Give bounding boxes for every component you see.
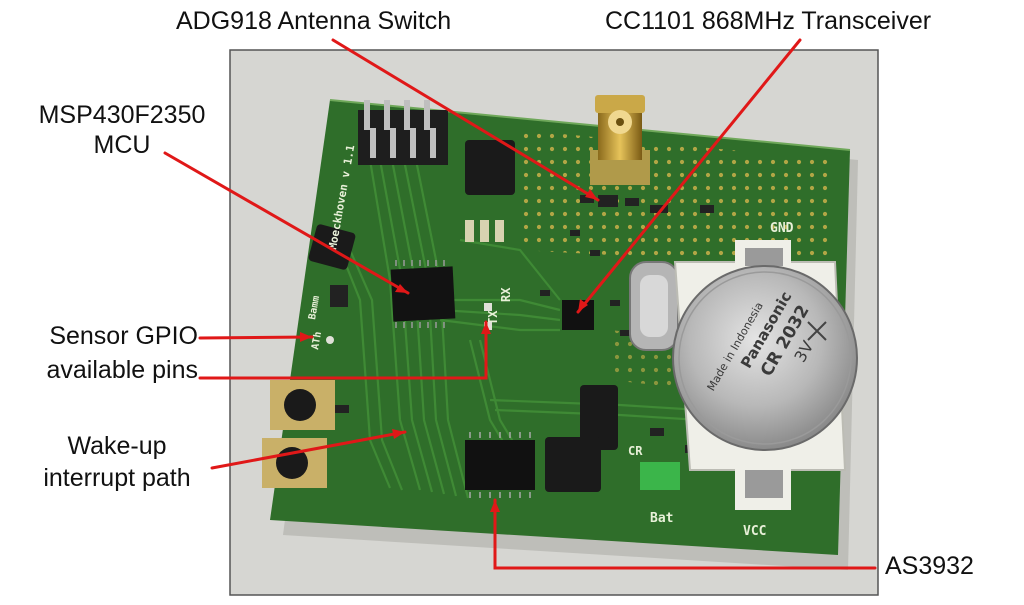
silk-vcc: VCC xyxy=(743,524,766,539)
callout-line-gpio-2 xyxy=(198,320,488,380)
silk-bat: Bat xyxy=(650,511,673,526)
transceiver-chip xyxy=(562,300,594,330)
silk-cr: CR xyxy=(628,444,643,458)
label-wakeup-line1: Wake-up xyxy=(67,432,167,460)
callout-line-antenna-switch xyxy=(331,38,600,202)
silk-ath: ATh xyxy=(310,331,324,351)
callout-lines xyxy=(163,38,877,570)
pin-header xyxy=(358,100,448,165)
label-gpio-line2: available pins xyxy=(46,356,199,384)
callout-line-wakeup xyxy=(210,430,407,470)
pcb-edge-highlight xyxy=(329,99,851,151)
label-wakeup-line2: interrupt path xyxy=(43,464,191,492)
callout-line-as3932 xyxy=(493,498,877,570)
label-transceiver: CC1101 868MHz Transceiver xyxy=(605,7,932,35)
as3932-chip xyxy=(465,440,535,490)
silk-rx: RX xyxy=(499,287,513,302)
label-mcu-line2: MCU xyxy=(93,131,151,159)
label-mcu: MSP430F2350 MCU xyxy=(6,100,238,160)
callout-line-mcu xyxy=(163,151,410,295)
status-leds xyxy=(465,220,504,242)
jumper-left xyxy=(308,224,356,270)
label-gpio: Sensor GPIO available pins xyxy=(0,321,199,385)
bat-connector xyxy=(640,462,680,490)
push-buttons xyxy=(262,380,335,488)
label-mcu-line1: MSP430F2350 xyxy=(38,101,206,129)
battery-plus-sign xyxy=(807,321,827,341)
label-gpio-line1: Sensor GPIO xyxy=(49,322,198,350)
jumper-top xyxy=(465,140,515,195)
jumper-bottom xyxy=(545,437,601,492)
gpio-pads xyxy=(326,303,492,344)
callout-line-gpio xyxy=(198,335,314,340)
silk-gnd: GND xyxy=(770,221,794,236)
sma-connector xyxy=(590,95,650,185)
callout-line-transceiver xyxy=(576,38,802,314)
coin-cell-battery xyxy=(672,265,858,451)
silk-tx: TX xyxy=(486,310,500,325)
crystal-oscillator xyxy=(629,261,679,351)
label-antenna-switch: ADG918 Antenna Switch xyxy=(176,7,452,35)
callout-arrowheads xyxy=(300,189,598,512)
silk-bamm: Bamm xyxy=(307,295,322,321)
mcu-chip xyxy=(390,260,456,328)
label-as3932: AS3932 xyxy=(885,552,974,580)
jumper-right xyxy=(580,385,618,450)
label-wakeup: Wake-up interrupt path xyxy=(26,431,208,493)
